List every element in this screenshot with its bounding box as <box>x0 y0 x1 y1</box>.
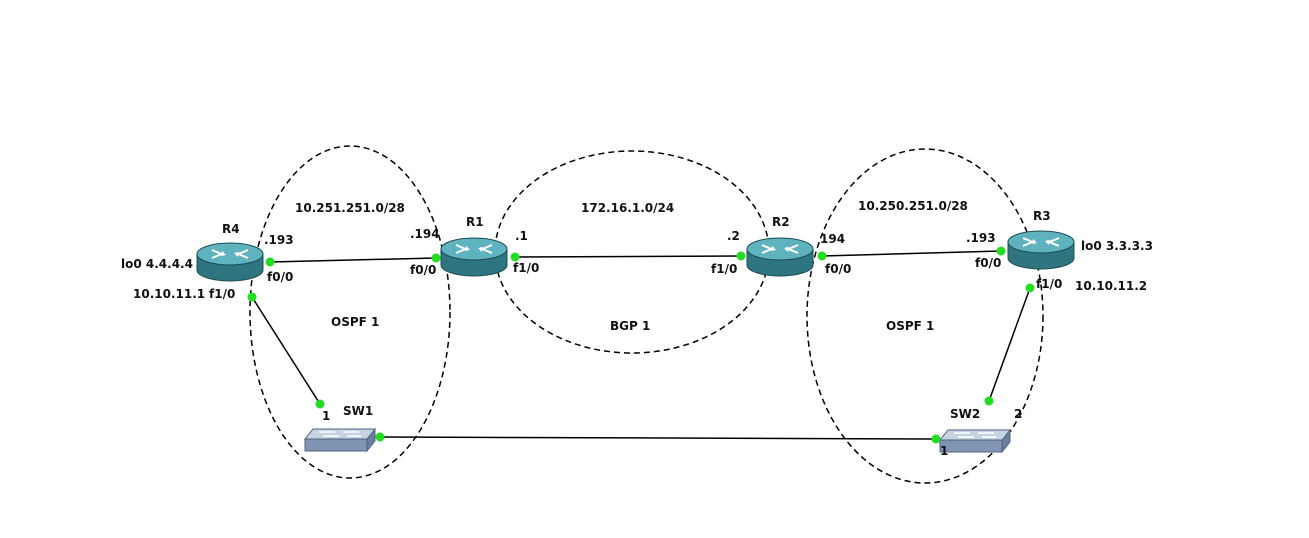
port-dot-sw1-link <box>375 432 385 442</box>
port-dot-r1-f10 <box>510 252 520 262</box>
switch-sw2-label: SW2 <box>950 407 980 421</box>
link-r4-sw1[interactable] <box>251 296 321 405</box>
r1-f10-label: f1/0 <box>513 261 539 275</box>
link-sw1-sw2[interactable] <box>379 436 937 440</box>
router-r3-label: R3 <box>1033 209 1051 223</box>
r2-f10-label: f1/0 <box>711 262 737 276</box>
port-dot-sw1-1 <box>315 399 325 409</box>
r1-host-left-label: .194 <box>410 227 440 241</box>
switch-sw2[interactable] <box>939 429 1011 453</box>
sw2-port-top-label: 2 <box>1014 407 1022 421</box>
router-r3[interactable] <box>1007 230 1075 270</box>
r4-f10-label: f1/0 <box>209 287 235 301</box>
network-left-label: 10.251.251.0/28 <box>295 201 405 215</box>
link-r4-r1[interactable] <box>269 257 437 263</box>
network-middle-label: 172.16.1.0/24 <box>581 201 674 215</box>
area-left-label: OSPF 1 <box>331 315 379 329</box>
port-dot-sw2-1 <box>931 434 941 444</box>
r4-f00-label: f0/0 <box>267 270 293 284</box>
r4-loopback-label: lo0 4.4.4.4 <box>121 257 193 271</box>
link-r1-r2[interactable] <box>514 255 742 258</box>
r4-ip-label: 10.10.11.1 <box>133 287 205 301</box>
port-dot-r1-f00 <box>431 253 441 263</box>
ospf-area-right-boundary <box>806 148 1044 484</box>
link-r3-sw2[interactable] <box>988 287 1031 402</box>
r3-loopback-label: lo0 3.3.3.3 <box>1081 239 1153 253</box>
router-r1-label: R1 <box>466 215 484 229</box>
sw1-port-label: 1 <box>322 409 330 423</box>
port-dot-sw2-2 <box>984 396 994 406</box>
port-dot-r2-f00 <box>817 251 827 261</box>
link-r2-r3[interactable] <box>821 250 1002 257</box>
ospf-area-left-boundary <box>249 145 451 479</box>
r3-f00-label: f0/0 <box>975 256 1001 270</box>
r2-host-right-label: 194 <box>820 232 845 246</box>
switch-sw1[interactable] <box>304 428 376 452</box>
r3-ip-label: 10.10.11.2 <box>1075 279 1147 293</box>
port-dot-r3-f10 <box>1025 283 1035 293</box>
port-dot-r4-f10 <box>247 292 257 302</box>
area-middle-label: BGP 1 <box>610 319 650 333</box>
r4-host-label: .193 <box>264 233 294 247</box>
r1-f00-label: f0/0 <box>410 263 436 277</box>
r2-host-left-label: .2 <box>727 229 740 243</box>
sw2-port-left-label: 1 <box>940 444 948 458</box>
router-r1[interactable] <box>440 237 508 277</box>
port-dot-r3-f00 <box>996 246 1006 256</box>
router-r4-label: R4 <box>222 222 240 236</box>
area-right-label: OSPF 1 <box>886 319 934 333</box>
switch-sw1-label: SW1 <box>343 404 373 418</box>
r3-host-label: .193 <box>966 231 996 245</box>
r3-f10-label: f1/0 <box>1036 277 1062 291</box>
r1-host-right-label: .1 <box>515 229 528 243</box>
router-r4[interactable] <box>196 242 264 282</box>
router-r2[interactable] <box>746 237 814 277</box>
network-right-label: 10.250.251.0/28 <box>858 199 968 213</box>
router-r2-label: R2 <box>772 215 790 229</box>
port-dot-r2-f10 <box>736 251 746 261</box>
port-dot-r4-f00 <box>265 257 275 267</box>
port-dots <box>247 246 1035 444</box>
links <box>251 250 1031 440</box>
r2-f00-label: f0/0 <box>825 262 851 276</box>
